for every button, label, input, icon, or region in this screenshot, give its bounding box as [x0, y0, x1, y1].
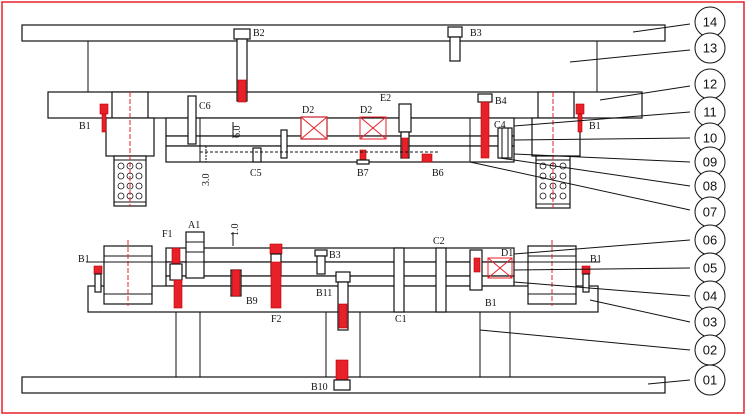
plate-11 [165, 117, 515, 137]
callout-06: 06 [703, 233, 717, 248]
label-b7: B7 [357, 168, 369, 179]
callout-05: 05 [703, 261, 717, 276]
plate-10 [165, 135, 515, 147]
label-dim-30: 3.0 [201, 174, 212, 187]
label-d2-left: D2 [302, 105, 314, 116]
label-c6: C6 [199, 101, 211, 112]
plate-14 [21, 24, 666, 42]
callout-10: 10 [703, 131, 717, 146]
callout-13: 13 [703, 41, 717, 56]
label-b3-low: B3 [329, 250, 341, 261]
label-c1: C1 [395, 314, 407, 325]
label-d1: D1 [501, 248, 513, 259]
label-f1: F1 [162, 229, 173, 240]
label-e2: E2 [380, 93, 391, 104]
callout-12: 12 [703, 77, 717, 92]
label-c2: C2 [433, 236, 445, 247]
label-b6: B6 [432, 168, 444, 179]
label-b1-ul: B1 [79, 121, 91, 132]
label-b3-top: B3 [470, 28, 482, 39]
plate-09 [165, 145, 515, 163]
label-d2-right: D2 [360, 105, 372, 116]
label-b1-mid: B1 [485, 298, 497, 309]
label-b1-lr: B1 [590, 254, 602, 265]
callout-11: 11 [703, 105, 717, 120]
callout-09: 09 [703, 155, 717, 170]
label-c4: C4 [494, 120, 506, 131]
label-a1: A1 [188, 220, 200, 231]
label-b4: B4 [495, 96, 507, 107]
label-f2: F2 [271, 314, 282, 325]
label-b1-ll: B1 [78, 254, 90, 265]
label-c5: C5 [250, 168, 262, 179]
label-b2: B2 [253, 28, 265, 39]
label-dim-10: 1.0 [230, 224, 241, 237]
callout-14: 14 [703, 15, 717, 30]
label-b10: B10 [311, 382, 328, 393]
callout-08: 08 [703, 179, 717, 194]
label-b11: B11 [316, 288, 332, 299]
label-dim-60: 6.0 [232, 126, 243, 139]
label-b1-ur: B1 [589, 121, 601, 132]
callout-01: 01 [703, 373, 717, 388]
callout-03: 03 [703, 315, 717, 330]
callout-02: 02 [703, 343, 717, 358]
label-b9: B9 [246, 296, 258, 307]
callout-07: 07 [703, 205, 717, 220]
callout-04: 04 [703, 289, 717, 304]
guide-bush-ur [537, 91, 575, 119]
